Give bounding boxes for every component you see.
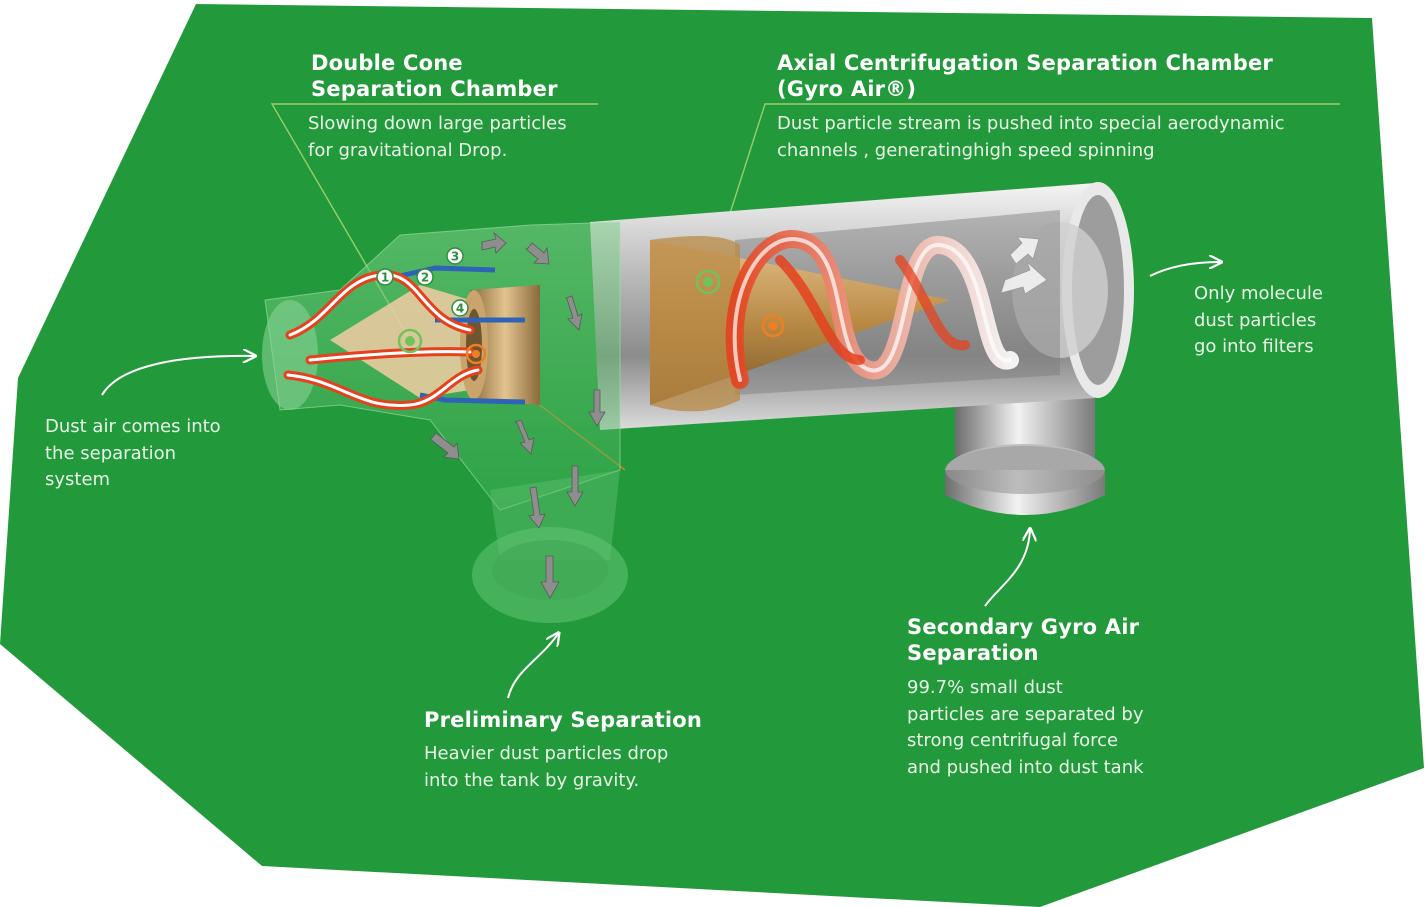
stage-marker-2: 2 [416, 268, 434, 286]
label-axial: Axial Centrifugation Separation Chamber … [777, 50, 1377, 164]
label-dust-in: Dust air comes into the separation syste… [45, 414, 265, 494]
inlet-airflow [283, 270, 483, 411]
label-axial-title: Axial Centrifugation Separation Chamber … [777, 51, 1273, 101]
drop-arrow-icon [481, 231, 507, 254]
label-secondary: Secondary Gyro Air Separation 99.7% smal… [907, 614, 1207, 781]
svg-text:4: 4 [456, 302, 464, 316]
gyro-vanes [650, 236, 740, 412]
callout-target-dots [397, 269, 785, 365]
drop-arrow-icon [566, 465, 584, 507]
outlet-airflow [1000, 236, 1048, 295]
pointer-arrows [101, 262, 1220, 699]
label-axial-desc: Dust particle stream is pushed into spec… [777, 113, 1285, 161]
label-secondary-title: Secondary Gyro Air Separation [907, 615, 1140, 665]
outlet-elbow [945, 395, 1105, 515]
stage-marker-4: 4 [451, 299, 469, 317]
label-preliminary-title: Preliminary Separation [424, 708, 703, 732]
label-molecule-desc: Only molecule dust particles go into fil… [1194, 283, 1323, 357]
target-dot-green-2 [695, 269, 721, 295]
target-dot-orange-1 [465, 343, 487, 365]
label-double-cone-desc: Slowing down large particles for gravita… [308, 113, 567, 161]
gravity-arrows [429, 231, 606, 599]
arrow-dust-in-icon [101, 356, 254, 396]
label-secondary-desc: 99.7% small dust particles are separated… [907, 677, 1144, 778]
stage-markers: 1 2 3 4 [376, 247, 469, 317]
arrow-secondary-icon [984, 530, 1030, 607]
svg-text:2: 2 [421, 271, 429, 285]
stage-marker-3: 3 [446, 247, 464, 265]
callout-line-double-cone [270, 103, 598, 341]
label-dust-in-desc: Dust air comes into the separation syste… [45, 416, 221, 490]
target-dot-green-1 [397, 328, 423, 354]
svg-text:3: 3 [451, 250, 459, 264]
separator-illustration: 1 2 3 4 [262, 182, 1134, 623]
label-double-cone: Double Cone Separation Chamber Slowing d… [308, 50, 641, 164]
svg-text:1: 1 [381, 271, 389, 285]
spiral-airflow [725, 230, 1019, 389]
arrow-molecule-icon [1149, 262, 1220, 277]
drop-arrow-icon [429, 432, 460, 460]
drop-arrow-icon [528, 486, 546, 529]
target-dot-orange-2 [761, 314, 785, 338]
label-preliminary-desc: Heavier dust particles drop into the tan… [424, 743, 669, 791]
stage-marker-1: 1 [376, 268, 394, 286]
drop-arrow-icon [513, 419, 535, 455]
drop-arrow-icon [540, 555, 560, 599]
label-preliminary: Preliminary Separation Heavier dust part… [424, 707, 754, 794]
label-double-cone-title: Double Cone Separation Chamber [311, 51, 558, 101]
drop-arrow-icon [525, 242, 550, 265]
drop-arrow-icon [565, 295, 583, 331]
arrow-preliminary-icon [507, 634, 558, 699]
drop-arrow-icon [588, 389, 606, 427]
label-molecule: Only molecule dust particles go into fil… [1194, 281, 1394, 361]
